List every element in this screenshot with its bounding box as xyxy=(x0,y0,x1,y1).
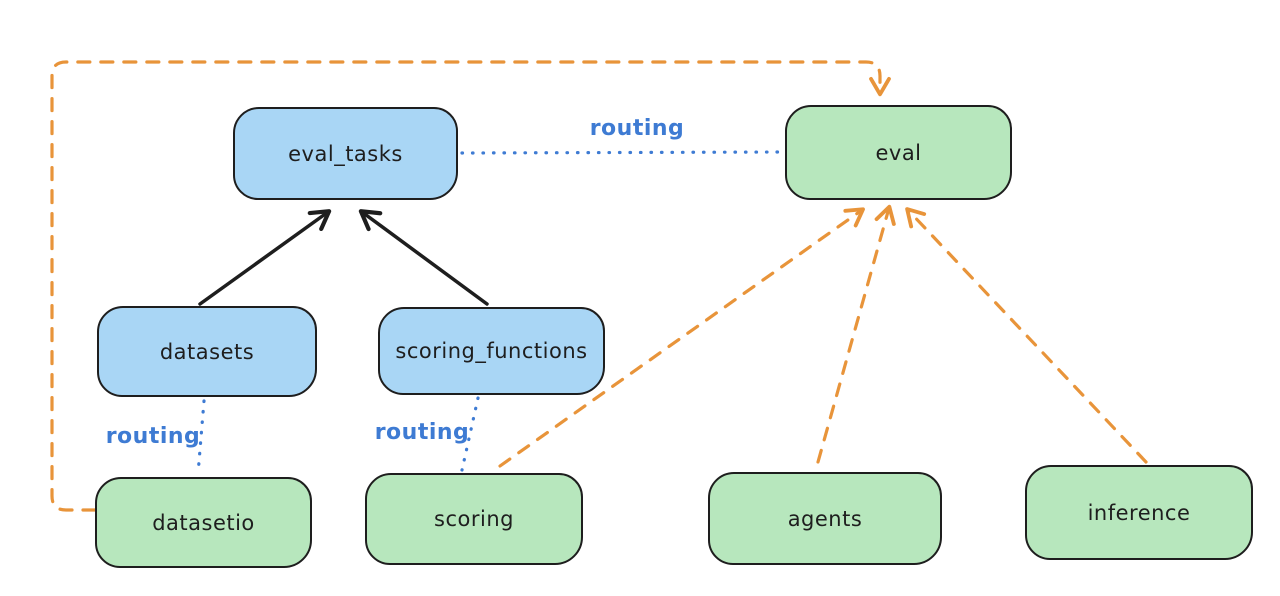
node-datasetio-label: datasetio xyxy=(152,510,255,535)
edge-label-routing-scoring: routing xyxy=(374,420,470,445)
edge-agents-to-eval xyxy=(816,204,896,464)
node-scoring: scoring xyxy=(365,473,583,565)
node-eval: eval xyxy=(785,105,1012,200)
edge-label-routing-top: routing xyxy=(589,116,685,141)
node-eval-label: eval xyxy=(875,140,922,165)
node-scoring-functions-label: scoring_functions xyxy=(395,339,588,363)
edge-datasets-to-eval_tasks xyxy=(198,209,332,306)
node-eval-tasks-label: eval_tasks xyxy=(288,141,403,166)
edge-label-routing-datasets: routing xyxy=(105,424,201,449)
node-datasetio: datasetio xyxy=(95,477,312,568)
node-scoring-label: scoring xyxy=(434,507,514,531)
edge-routing-scoring_functions-to-scoring xyxy=(460,396,480,472)
node-eval-tasks: eval_tasks xyxy=(233,107,458,200)
node-inference: inference xyxy=(1025,465,1253,560)
edge-scoring-to-eval xyxy=(498,207,865,468)
node-datasets: datasets xyxy=(97,306,317,397)
edge-routing-datasets-to-datasetio xyxy=(196,399,206,476)
node-scoring-functions: scoring_functions xyxy=(378,307,605,395)
node-datasets-label: datasets xyxy=(159,339,255,364)
node-agents: agents xyxy=(708,472,942,565)
node-agents-label: agents xyxy=(787,506,863,531)
edge-inference-to-eval xyxy=(905,207,1148,464)
edge-routing-eval_tasks-to-eval xyxy=(460,150,784,155)
node-inference-label: inference xyxy=(1087,500,1191,525)
edge-scoring_functions-to-eval_tasks xyxy=(358,209,489,306)
edge-datasetio-to-eval xyxy=(50,60,891,512)
